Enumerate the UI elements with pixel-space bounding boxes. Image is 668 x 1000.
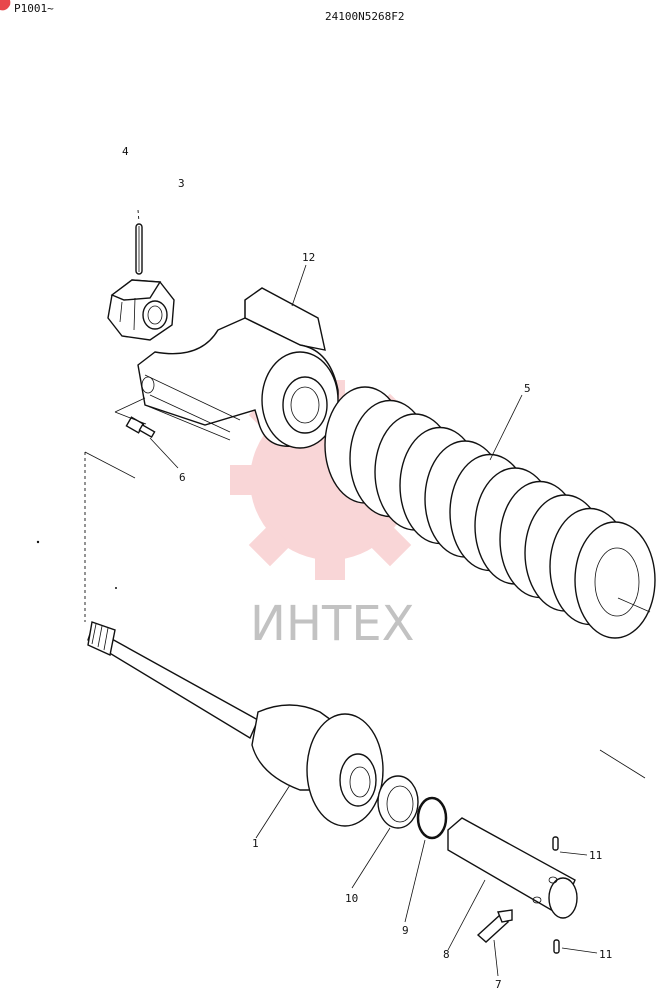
- leader-lines: [149, 264, 598, 977]
- drawing-number: 24100N5268F2: [325, 10, 404, 23]
- construction-lines: [84, 209, 651, 779]
- callout-8: 8: [443, 948, 450, 961]
- part-7-grease-fitting: [476, 909, 513, 943]
- spring-coil: [574, 521, 656, 639]
- callout-9: 9: [402, 924, 409, 937]
- callout-6: 6: [179, 471, 186, 484]
- part-8-cylinder-pin: [447, 817, 578, 919]
- callout-12: 12: [302, 251, 315, 264]
- part-11-small-pin-upper: [552, 836, 559, 851]
- model-range-label: P1001~: [14, 2, 54, 15]
- part-4-castle-nut: [107, 279, 175, 341]
- part-11-small-pin-lower: [553, 939, 560, 954]
- corner-mark: [0, 0, 11, 11]
- part-3-cotter-pin: [135, 223, 143, 275]
- part-9-snap-ring: [416, 796, 448, 840]
- part-5-coil-spring: [324, 386, 656, 639]
- callout-7: 7: [495, 978, 502, 991]
- spring-end-opening: [594, 547, 640, 617]
- callout-11-lower: 11: [599, 948, 612, 961]
- callout-5: 5: [524, 382, 531, 395]
- callout-1: 1: [252, 837, 259, 850]
- callout-3: 3: [178, 177, 185, 190]
- watermark-text: ИНТЕХ: [250, 596, 415, 652]
- stray-dot: [36, 540, 40, 544]
- part-6-bolt: [125, 416, 156, 439]
- part-12-yoke-bracket: [137, 287, 339, 449]
- stray-dot: [115, 587, 117, 589]
- callout-4: 4: [122, 145, 129, 158]
- part-1-recoil-rod: [87, 621, 384, 827]
- callout-11-upper: 11: [589, 849, 602, 862]
- part-10-bushing-ring: [377, 775, 419, 829]
- callout-10: 10: [345, 892, 358, 905]
